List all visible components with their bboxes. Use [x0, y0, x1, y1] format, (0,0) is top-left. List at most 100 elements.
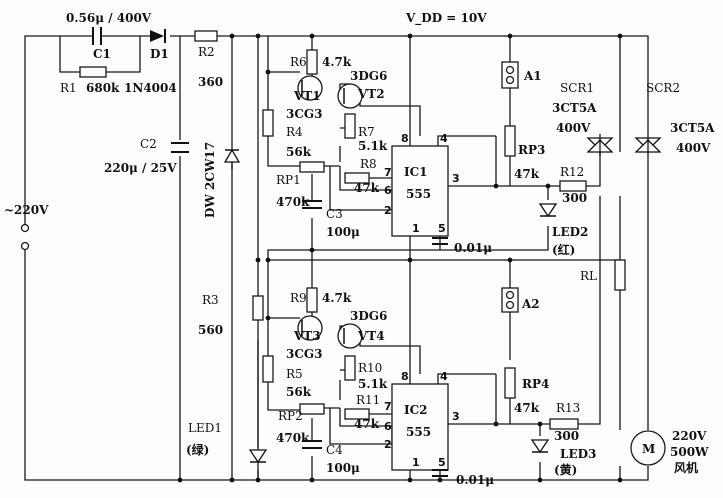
r6-label: R6 [290, 55, 307, 69]
vt2-label: VT2 [357, 87, 385, 101]
motor-label: M [642, 442, 655, 456]
ac-terminal-bottom [20, 241, 30, 251]
resistor-r8 [344, 172, 370, 184]
a2-label: A2 [521, 297, 540, 311]
r2-value: 360 [198, 75, 223, 89]
r10-label: R10 [358, 361, 382, 375]
scr1-label: SCR1 [560, 81, 594, 95]
resistor-r7 [344, 113, 356, 139]
rl-label: RL [580, 269, 597, 283]
c2-value: 220μ / 25V [104, 161, 177, 175]
vt4-part: 3DG6 [350, 309, 387, 323]
labels: 0.56μ / 400V C1 D1 R1 680k 1N4004 R2 360… [4, 11, 715, 487]
ic2-pin5: 5 [438, 456, 446, 469]
ic1-pin6: 6 [384, 184, 392, 197]
r11-label: R11 [356, 393, 380, 407]
resistor-r6 [306, 49, 318, 75]
motor-voltage: 220V [672, 429, 707, 443]
c-ic1-value: 0.01μ [454, 241, 492, 255]
led1-color: (绿) [186, 442, 209, 457]
r4-value: 56k [286, 145, 312, 159]
rp3-label: RP3 [518, 143, 545, 157]
rp4-label: RP4 [522, 377, 549, 391]
rp1-value: 470k [276, 195, 310, 209]
scr2-rating: 400V [676, 141, 711, 155]
ic2-pin8: 8 [401, 370, 409, 383]
diode-d1 [150, 29, 170, 43]
vt1-part: 3CG3 [286, 107, 323, 121]
r7-label: R7 [358, 125, 375, 139]
led3-label: LED3 [560, 447, 596, 461]
ic2-555 [391, 383, 449, 471]
vdd-label: V_DD = 10V [405, 11, 487, 26]
led1-label: LED1 [188, 421, 222, 435]
transistor-vt4 [337, 323, 363, 349]
triac-scr2 [634, 134, 662, 156]
zener-dw [223, 148, 241, 163]
rp2-value: 470k [276, 431, 310, 445]
ic2-pin7: 7 [384, 400, 392, 413]
ic1-pin1: 1 [412, 222, 420, 235]
vt4-label: VT4 [357, 329, 385, 343]
ic2-pin4: 4 [440, 370, 448, 383]
led1 [248, 449, 268, 464]
ic1-555 [391, 145, 449, 237]
triac-scr1 [586, 134, 614, 156]
c4-label: C4 [326, 443, 343, 457]
vt3-part: 3CG3 [286, 347, 323, 361]
r9-label: R9 [290, 291, 307, 305]
resistor-r5 [262, 355, 274, 383]
motor-name: 风机 [674, 460, 698, 475]
ic1-label: IC1 [404, 165, 428, 179]
r3-value: 560 [198, 323, 223, 337]
motor-m [630, 430, 666, 466]
led2 [538, 203, 558, 218]
transistor-vt2 [337, 83, 363, 109]
r2-label: R2 [198, 45, 215, 59]
r7-value: 5.1k [358, 139, 388, 153]
capacitor-c2 [170, 140, 190, 156]
c-series-label: 0.56μ / 400V [66, 11, 152, 25]
r8-value: 47k [354, 181, 380, 195]
r1-label: R1 [60, 81, 77, 95]
ic1-pin3: 3 [452, 172, 460, 185]
r3-label: R3 [202, 293, 219, 307]
resistor-r2 [194, 30, 218, 42]
r6-value: 4.7k [322, 55, 352, 69]
r10-value: 5.1k [358, 377, 388, 391]
r13-label: R13 [556, 401, 580, 415]
r12-label: R12 [560, 165, 584, 179]
vt2-part: 3DG6 [350, 69, 387, 83]
capacitor-c-ic2 [432, 469, 448, 477]
rp3-value: 47k [514, 167, 540, 181]
resistor-r10 [344, 355, 356, 381]
resistor-r12 [559, 180, 587, 192]
ic2-pin1: 1 [412, 456, 420, 469]
rp2-label: RP2 [278, 409, 303, 423]
rp4-value: 47k [514, 401, 540, 415]
d1-label: D1 [150, 47, 169, 61]
ic2-pin3: 3 [452, 410, 460, 423]
potentiometer-rp2 [299, 403, 325, 415]
r4-label: R4 [286, 125, 303, 139]
scr1-part: 3CT5A [552, 101, 597, 115]
resistor-r13 [549, 418, 579, 430]
r1-value: 680k [86, 81, 120, 95]
potentiometer-rp1 [299, 161, 325, 173]
capacitor-c1 [92, 27, 102, 45]
r5-value: 56k [286, 385, 312, 399]
resistor-r4 [262, 109, 274, 137]
r11-value: 47k [354, 417, 380, 431]
scr1-rating: 400V [556, 121, 591, 135]
ic1-pin4: 4 [440, 132, 448, 145]
resistor-r11 [344, 408, 370, 420]
r13-value: 300 [554, 429, 579, 443]
components [20, 27, 666, 483]
junctions [177, 33, 623, 483]
ic1-part: 555 [406, 187, 431, 201]
c4-value: 100μ [326, 461, 360, 475]
zener-label: DW 2CW17 [203, 142, 217, 218]
resistor-r1 [79, 66, 107, 78]
ic1-pin5: 5 [438, 222, 446, 235]
